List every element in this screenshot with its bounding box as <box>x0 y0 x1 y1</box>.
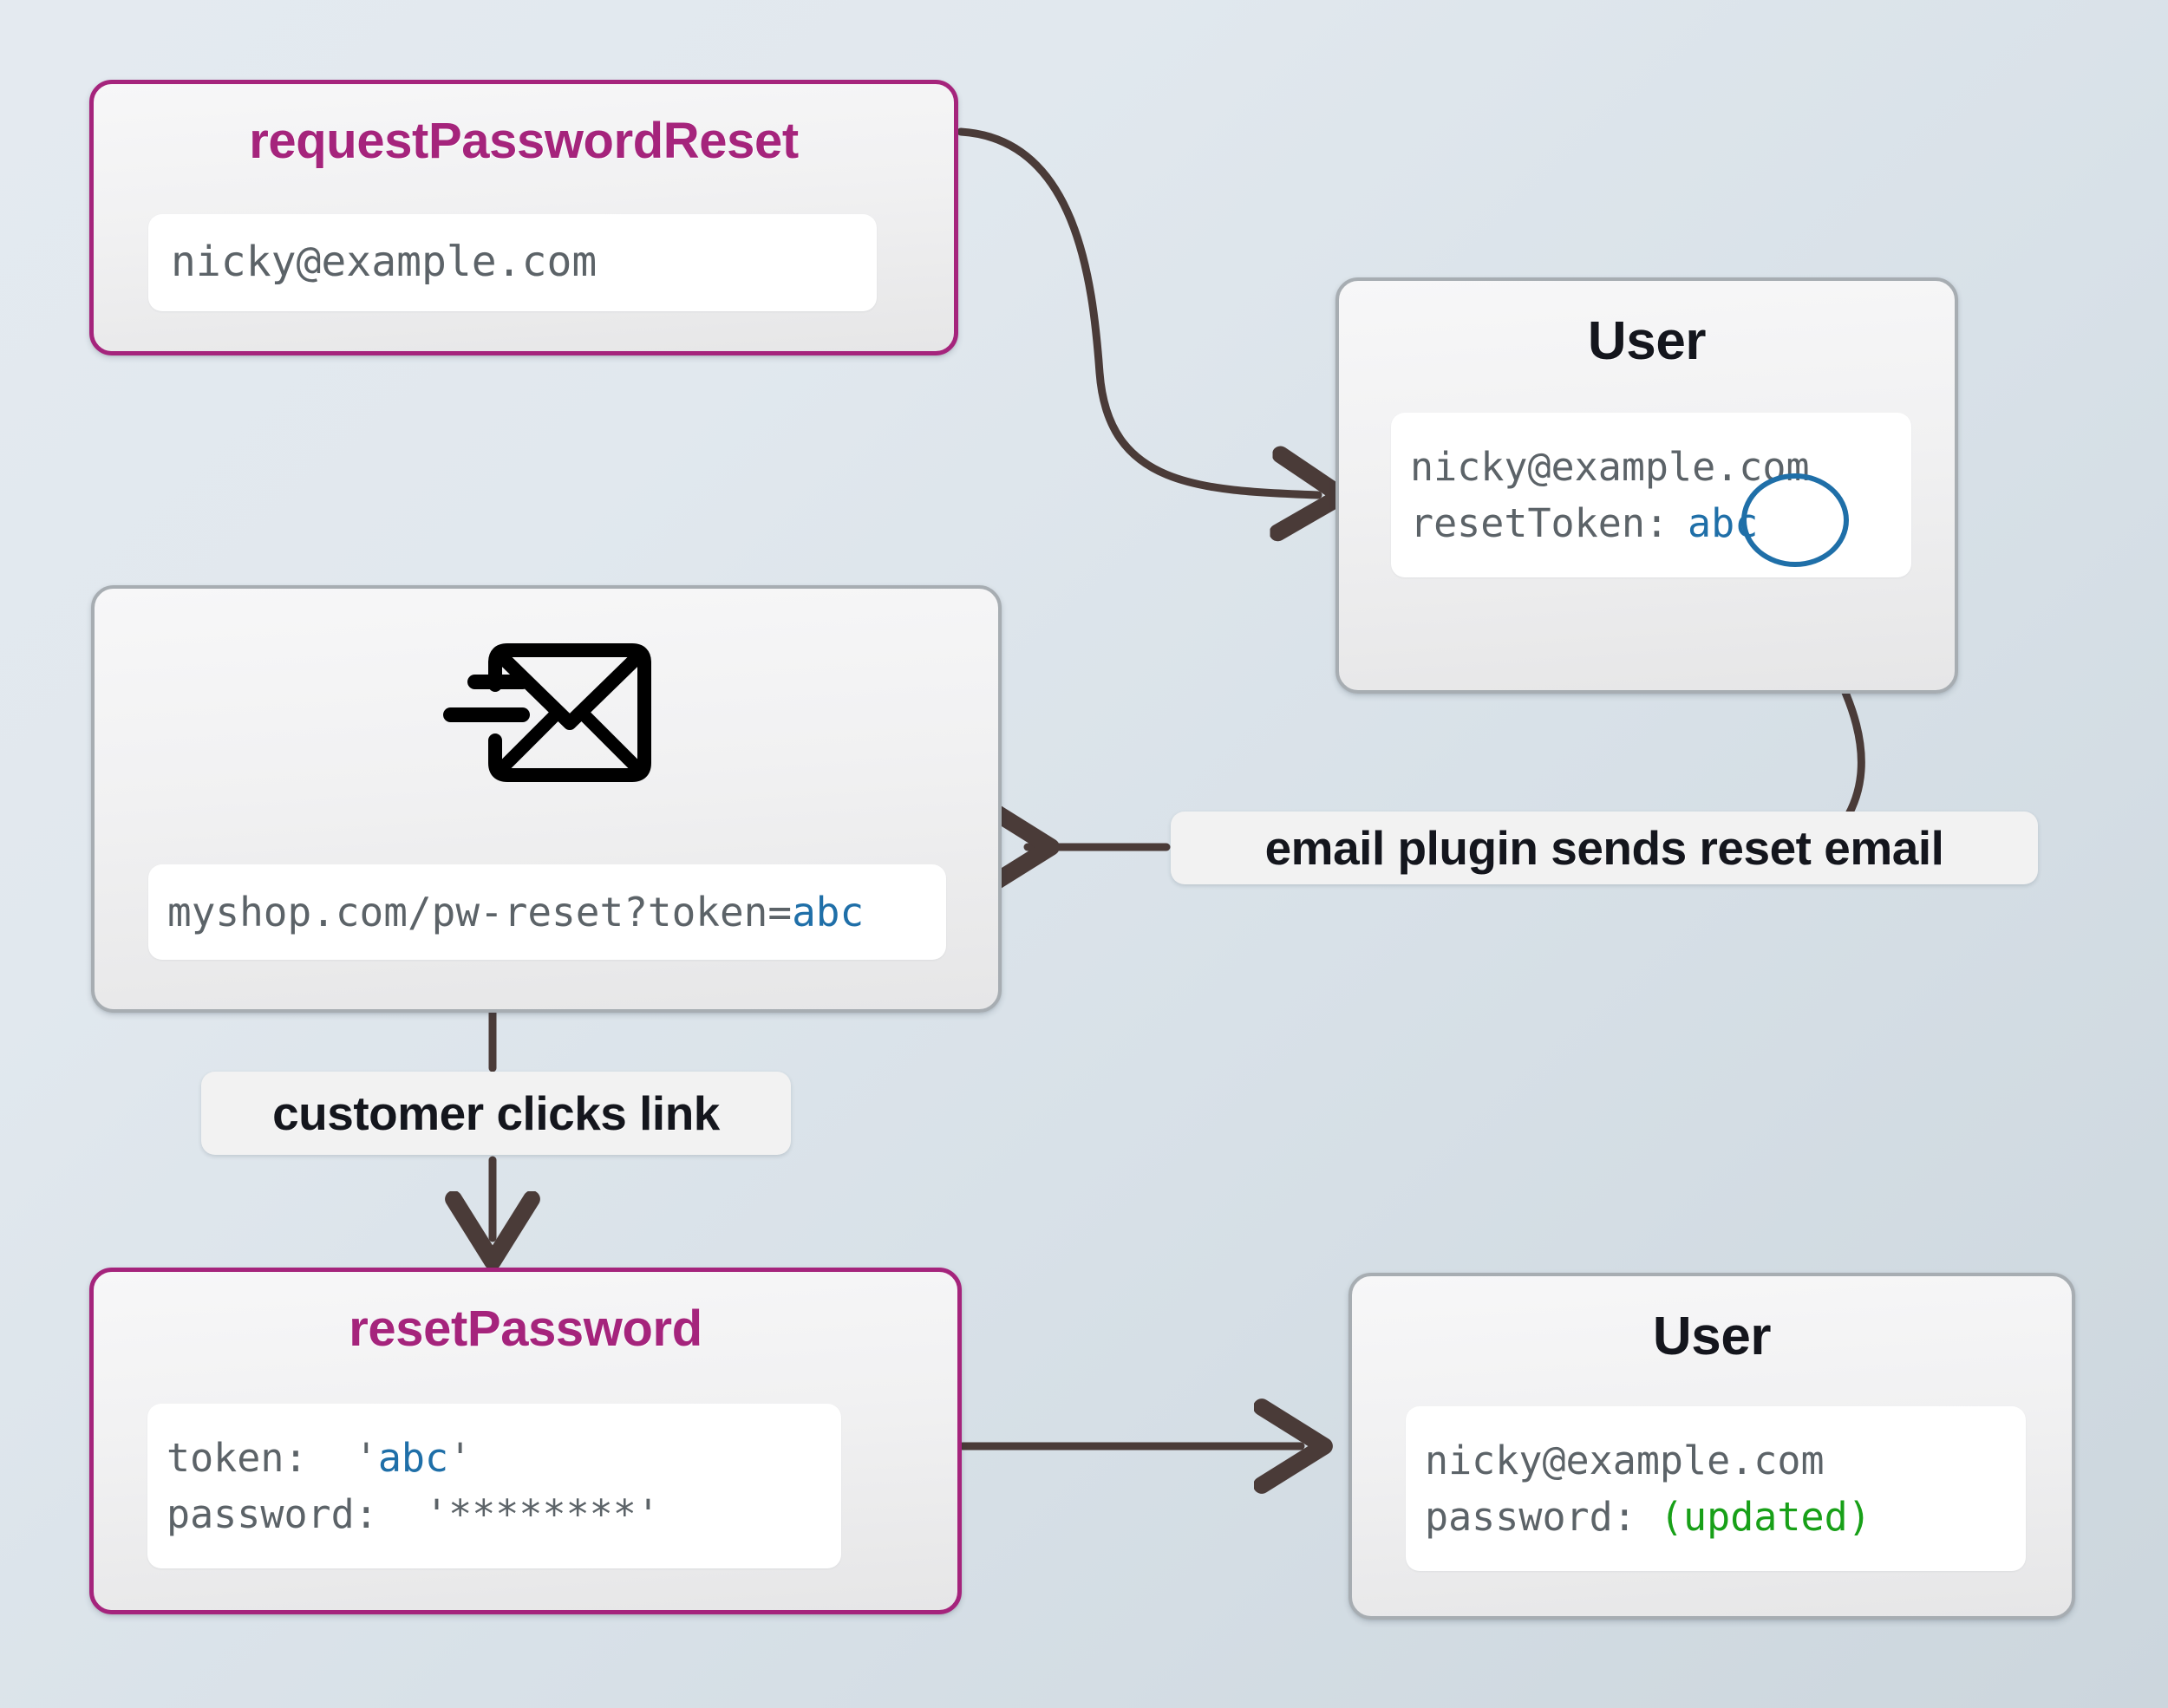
node-title-user-updated: User <box>1652 1307 1772 1366</box>
edge-label-customer-clicks: customer clicks link <box>201 1072 791 1155</box>
reset-link-field: myshop.com/pw-reset?token=abc <box>148 864 946 960</box>
node-title-reset-password: resetPassword <box>349 1301 702 1357</box>
reset-token-label: token: <box>167 1434 308 1481</box>
user-token-label: resetToken: <box>1410 500 1669 546</box>
user-updated-pw-label: password: <box>1425 1494 1636 1540</box>
request-email-value: nicky@example.com <box>171 238 598 287</box>
user-updated-pw-row: password: (updated) <box>1425 1489 2007 1545</box>
reset-link-row: myshop.com/pw-reset?token=abc <box>167 883 927 942</box>
user-token-email: nicky@example.com <box>1410 443 1810 490</box>
reset-token-value: abc <box>377 1434 449 1481</box>
reset-link-url: myshop.com/pw-reset?token= <box>167 888 793 935</box>
node-user-with-token[interactable]: User nicky@example.com resetToken: abc <box>1335 277 1958 694</box>
reset-token-row: token: 'abc' <box>167 1430 822 1486</box>
reset-pw-value: '********' <box>425 1491 660 1537</box>
user-updated-field: nicky@example.com password: (updated) <box>1406 1406 2026 1571</box>
reset-token-quote-open: ' <box>354 1434 378 1481</box>
edge-request-to-user <box>957 127 1318 495</box>
edge-label-email-plugin: email plugin sends reset email <box>1171 812 2038 884</box>
user-updated-pw-value: (updated) <box>1659 1494 1871 1540</box>
envelope-send-icon <box>95 630 998 795</box>
reset-pw-row: password: '********' <box>167 1486 822 1542</box>
user-token-field: nicky@example.com resetToken: abc <box>1391 413 1911 577</box>
user-token-row: resetToken: abc <box>1410 495 1892 551</box>
reset-pw-label: password: <box>167 1491 378 1537</box>
node-title-request-password-reset: requestPasswordReset <box>249 113 799 169</box>
node-user-updated[interactable]: User nicky@example.com password: (update… <box>1348 1273 2075 1620</box>
reset-password-field: token: 'abc' password: '********' <box>147 1404 841 1568</box>
node-reset-password[interactable]: resetPassword token: 'abc' password: '**… <box>89 1268 962 1614</box>
reset-link-token: abc <box>792 888 865 935</box>
user-updated-email: nicky@example.com <box>1425 1437 1825 1483</box>
node-request-password-reset[interactable]: requestPasswordReset nicky@example.com <box>89 80 958 355</box>
user-token-value: abc <box>1688 500 1759 546</box>
reset-token-quote-close: ' <box>448 1434 473 1481</box>
node-reset-email[interactable]: myshop.com/pw-reset?token=abc <box>91 585 1002 1013</box>
request-email-field: nicky@example.com <box>148 214 877 311</box>
node-title-user-token: User <box>1587 311 1707 371</box>
